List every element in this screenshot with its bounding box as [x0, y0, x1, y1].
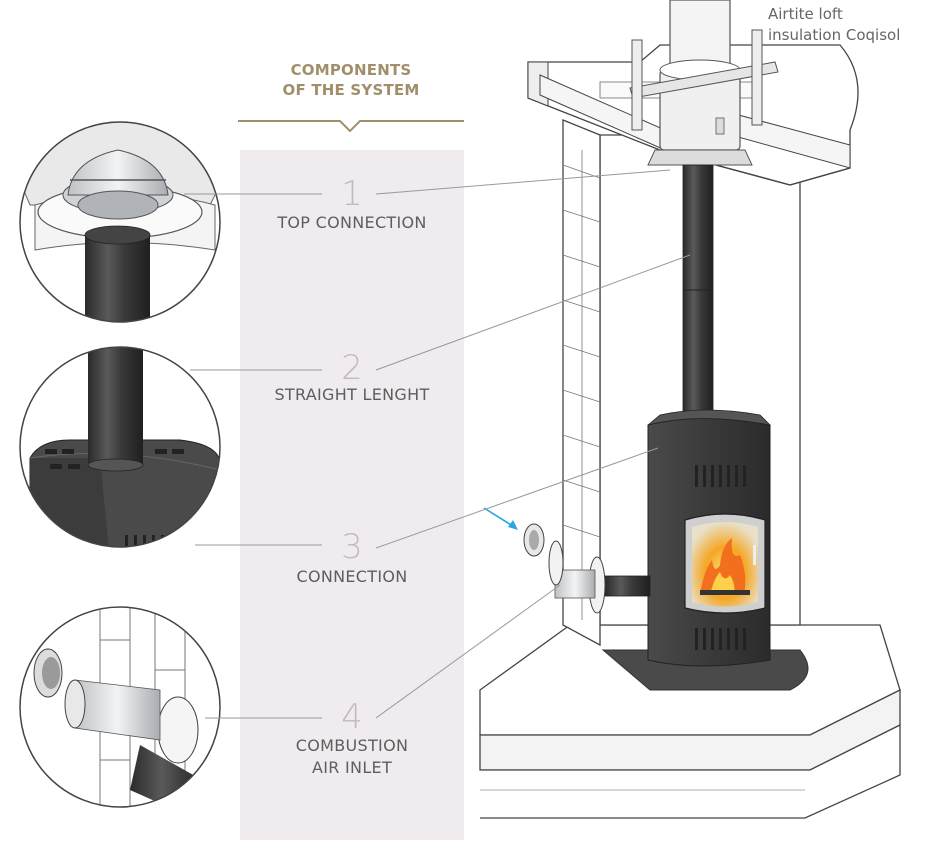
detail-top-connection [19, 121, 221, 323]
component-label-connection: CONNECTION [296, 567, 408, 586]
callout-line-2: insulation Coqisol [768, 26, 901, 44]
components-header: COMPONENTS OF THE SYSTEM [238, 60, 464, 100]
components-panel [240, 150, 464, 840]
component-label-top-connection: TOP CONNECTION [277, 213, 427, 232]
header-line-1: COMPONENTS [290, 61, 412, 79]
leader-lines [184, 169, 691, 719]
component-number-2: 2 [341, 348, 363, 388]
header-line-2: OF THE SYSTEM [282, 81, 420, 99]
installation-illustration [479, 0, 901, 819]
component-number-4: 4 [341, 697, 363, 737]
component-label-straight-length: STRAIGHT LENGHT [274, 385, 430, 404]
component-label-combustion: COMBUSTION [295, 736, 409, 755]
insulation-callout: Airtite loft insulation Coqisol [768, 4, 930, 46]
component-number-3: 3 [341, 527, 363, 567]
detail-straight-length [19, 346, 221, 548]
header-divider [238, 120, 464, 133]
callout-line-1: Airtite loft [768, 5, 843, 23]
component-label-air-inlet: AIR INLET [311, 758, 393, 777]
component-number-1: 1 [341, 174, 363, 214]
detail-air-inlet [19, 606, 221, 808]
